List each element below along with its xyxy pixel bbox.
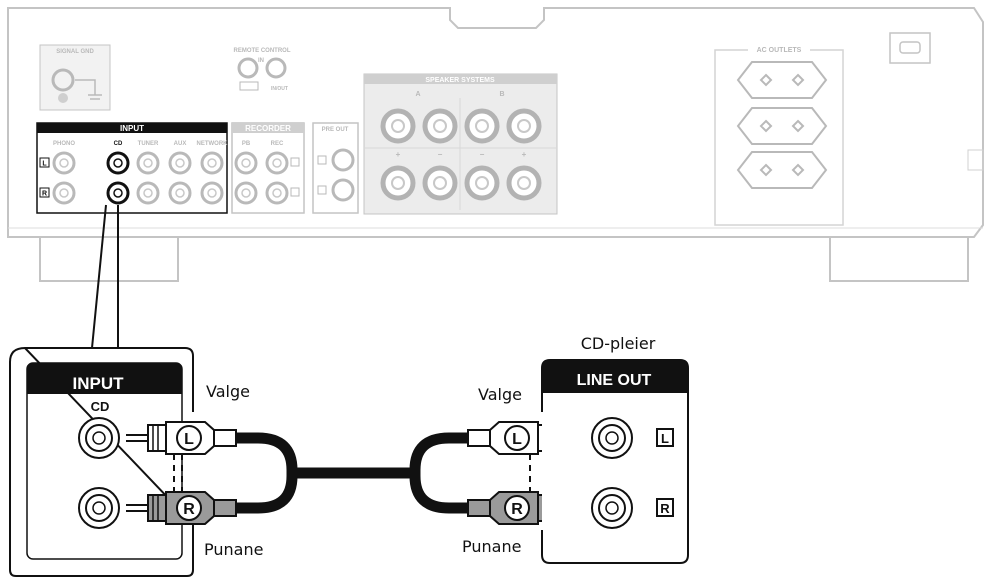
white-label-right: Valge xyxy=(478,385,522,404)
amp-input-header: INPUT xyxy=(120,124,144,133)
speaker-plus-2: + xyxy=(522,150,527,159)
plug-left-r-label: R xyxy=(183,501,195,518)
signal-gnd-terminal: SIGNAL GND xyxy=(39,44,111,111)
amp-input-phono: PHONO xyxy=(53,141,75,147)
amp-recorder-pb: PB xyxy=(242,141,251,147)
amp-input-tuner: TUNER xyxy=(138,141,159,147)
amplifier-outline xyxy=(7,7,984,238)
speaker-minus-1: − xyxy=(438,150,443,159)
plug-left-l-label: L xyxy=(184,431,194,448)
amplifier-pre-out-block: PRE OUT xyxy=(312,122,359,214)
cd-left-mark: L xyxy=(661,431,669,446)
red-label-right: Punane xyxy=(462,537,521,556)
cd-line-out-jack-r xyxy=(591,487,633,529)
amplifier-foot-right xyxy=(829,236,969,282)
amp-recorder-header: RECORDER xyxy=(245,124,291,133)
zoom-input-header: INPUT xyxy=(73,374,125,393)
zoom-cd-jack-r xyxy=(78,487,120,529)
amp-cd-jacks xyxy=(106,151,130,205)
amp-left-mark: L xyxy=(42,161,47,168)
cd-player-title: CD-pleier xyxy=(581,334,656,353)
ac-outlets: AC OUTLETS xyxy=(714,32,931,226)
cd-right-mark: R xyxy=(660,501,670,516)
speaker-minus-2: − xyxy=(480,150,485,159)
speaker-systems-label: SPEAKER SYSTEMS xyxy=(425,77,495,84)
amp-pre-out-label: PRE OUT xyxy=(322,127,349,133)
signal-gnd-label: SIGNAL GND xyxy=(56,49,94,55)
amplifier-recorder-block: RECORDER PB REC xyxy=(231,122,305,214)
amp-input-network: NETWORK xyxy=(197,141,229,147)
zoom-connector-lines xyxy=(91,204,119,349)
amplifier-rear-panel: SIGNAL GND REMOTE CONTROL IN IN/OUT SPEA… xyxy=(7,7,984,282)
line-out-header: LINE OUT xyxy=(577,372,652,389)
amp-input-cd: CD xyxy=(114,141,123,147)
speaker-b-label: B xyxy=(499,91,504,98)
cd-player: CD-pleier LINE OUT L R xyxy=(541,334,689,564)
red-label-left: Punane xyxy=(204,540,263,559)
plug-left-red: R xyxy=(126,491,237,525)
zoom-cd-jack-l xyxy=(78,417,120,459)
plug-right-r-label: R xyxy=(511,501,523,518)
cd-line-out-jack-l xyxy=(591,417,633,459)
amplifier-input-block: INPUT PHONO CD TUNER AUX NETWORK L R xyxy=(36,122,229,214)
ac-outlets-label: AC OUTLETS xyxy=(757,47,802,54)
remote-in-label: IN xyxy=(258,58,264,64)
white-label-left: Valge xyxy=(206,382,250,401)
speaker-a-label: A xyxy=(415,91,420,98)
remote-inout-label: IN/OUT xyxy=(271,86,288,92)
plug-right-l-label: L xyxy=(512,431,522,448)
remote-control-jacks: REMOTE CONTROL IN IN/OUT xyxy=(234,48,291,92)
amp-input-aux: AUX xyxy=(174,141,187,147)
speaker-systems: SPEAKER SYSTEMS A B + − − + xyxy=(363,73,558,215)
amplifier-foot-left xyxy=(39,236,179,282)
amp-right-mark: R xyxy=(42,191,47,198)
plug-left-white: L xyxy=(126,421,237,455)
amp-recorder-rec: REC xyxy=(271,141,284,147)
speaker-plus-1: + xyxy=(396,150,401,159)
remote-control-label: REMOTE CONTROL xyxy=(234,48,291,54)
zoom-cd-label: CD xyxy=(91,399,110,414)
